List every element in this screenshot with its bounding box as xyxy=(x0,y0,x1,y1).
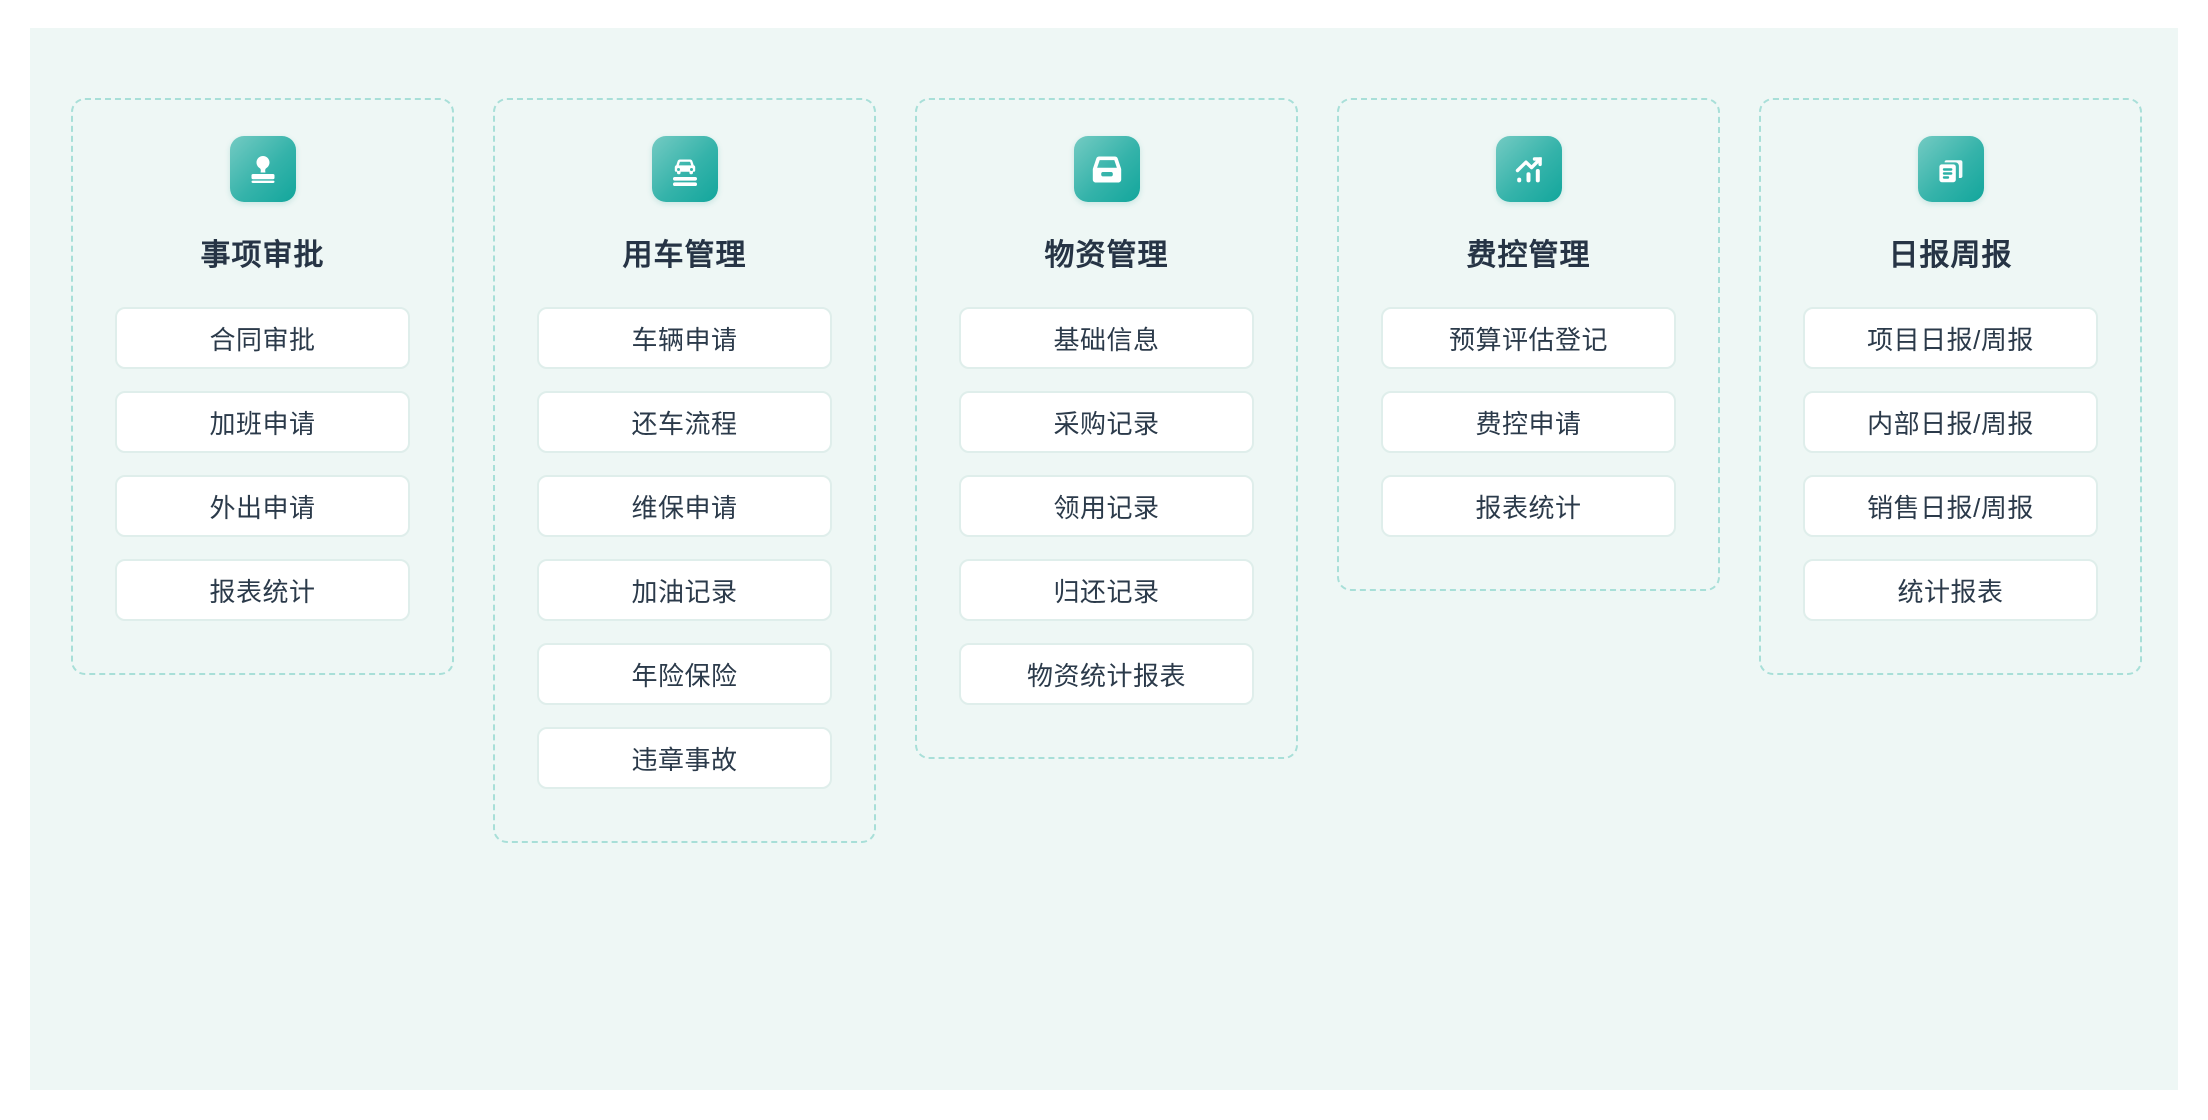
module-item-list: 基础信息采购记录领用记录归还记录物资统计报表 xyxy=(959,307,1254,705)
module-column: 日报周报项目日报/周报内部日报/周报销售日报/周报统计报表 xyxy=(1759,98,2142,675)
module-item[interactable]: 预算评估登记 xyxy=(1381,307,1676,369)
module-item[interactable]: 内部日报/周报 xyxy=(1803,391,2098,453)
documents-icon xyxy=(1917,136,1984,202)
module-item-list: 合同审批加班申请外出申请报表统计 xyxy=(115,307,410,621)
module-column-title: 日报周报 xyxy=(1888,239,2013,272)
module-item[interactable]: 物资统计报表 xyxy=(959,643,1254,705)
module-item[interactable]: 归还记录 xyxy=(959,559,1254,621)
module-item[interactable]: 合同审批 xyxy=(115,307,410,369)
module-item[interactable]: 统计报表 xyxy=(1803,559,2098,621)
module-item-list: 预算评估登记费控申请报表统计 xyxy=(1381,307,1676,537)
module-item[interactable]: 车辆申请 xyxy=(537,307,832,369)
module-column-title: 事项审批 xyxy=(200,239,325,272)
car-document-icon xyxy=(651,136,718,202)
module-item[interactable]: 销售日报/周报 xyxy=(1803,475,2098,537)
module-column-title: 费控管理 xyxy=(1466,239,1591,272)
module-item[interactable]: 报表统计 xyxy=(115,559,410,621)
module-columns: 事项审批合同审批加班申请外出申请报表统计用车管理车辆申请还车流程维保申请加油记录… xyxy=(30,28,2178,1090)
module-column: 用车管理车辆申请还车流程维保申请加油记录年险保险违章事故 xyxy=(493,98,876,843)
module-item[interactable]: 加班申请 xyxy=(115,391,410,453)
module-item[interactable]: 维保申请 xyxy=(537,475,832,537)
stamp-icon xyxy=(229,136,296,202)
module-item-list: 项目日报/周报内部日报/周报销售日报/周报统计报表 xyxy=(1803,307,2098,621)
module-column: 物资管理基础信息采购记录领用记录归还记录物资统计报表 xyxy=(915,98,1298,759)
module-map-canvas: 事项审批合同审批加班申请外出申请报表统计用车管理车辆申请还车流程维保申请加油记录… xyxy=(30,28,2178,1090)
module-item[interactable]: 基础信息 xyxy=(959,307,1254,369)
module-item[interactable]: 项目日报/周报 xyxy=(1803,307,2098,369)
module-item[interactable]: 年险保险 xyxy=(537,643,832,705)
module-item[interactable]: 采购记录 xyxy=(959,391,1254,453)
module-item[interactable]: 违章事故 xyxy=(537,727,832,789)
module-column: 费控管理预算评估登记费控申请报表统计 xyxy=(1337,98,1720,591)
module-item[interactable]: 外出申请 xyxy=(115,475,410,537)
chart-trend-icon xyxy=(1495,136,1562,202)
module-column-title: 用车管理 xyxy=(622,239,747,272)
module-column: 事项审批合同审批加班申请外出申请报表统计 xyxy=(71,98,454,675)
module-item[interactable]: 费控申请 xyxy=(1381,391,1676,453)
module-column-title: 物资管理 xyxy=(1044,239,1169,272)
storage-box-icon xyxy=(1073,136,1140,202)
module-item[interactable]: 领用记录 xyxy=(959,475,1254,537)
module-item-list: 车辆申请还车流程维保申请加油记录年险保险违章事故 xyxy=(537,307,832,789)
module-item[interactable]: 报表统计 xyxy=(1381,475,1676,537)
module-item[interactable]: 还车流程 xyxy=(537,391,832,453)
module-item[interactable]: 加油记录 xyxy=(537,559,832,621)
